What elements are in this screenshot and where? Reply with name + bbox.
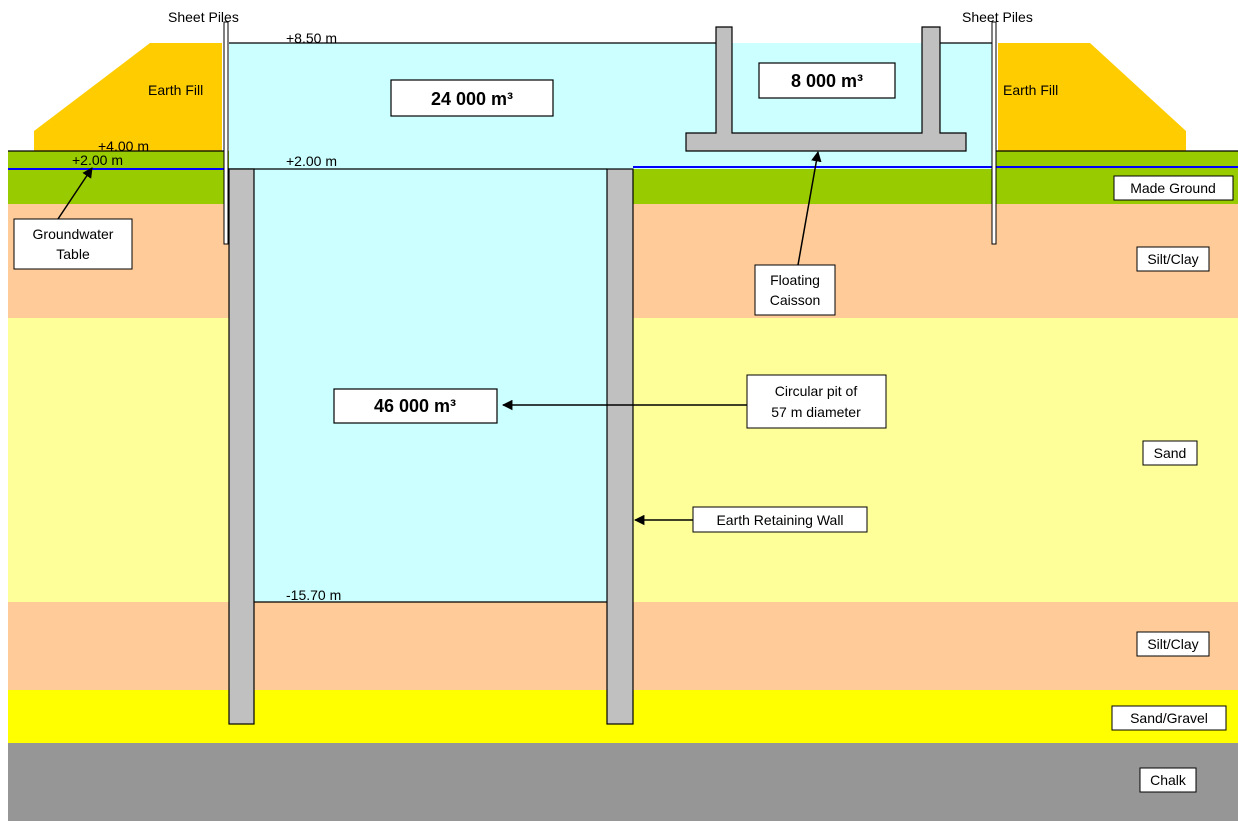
retaining-wall-callout-box bbox=[692, 506, 868, 533]
level-fill-left-label: +4.00 m bbox=[98, 138, 149, 154]
groundwater-arrow bbox=[57, 167, 93, 220]
stratum-label-sand-gravel: Sand/Gravel bbox=[1130, 710, 1208, 726]
floating-caisson-callout-line1: Floating bbox=[770, 272, 820, 288]
chalk-layer bbox=[8, 743, 1238, 821]
stratum-label-chalk: Chalk bbox=[1150, 772, 1187, 788]
stratum-label-box-silt-clay-upper bbox=[1136, 246, 1210, 272]
stratum-label-box-chalk bbox=[1139, 767, 1197, 793]
sheet-pile-left bbox=[223, 21, 229, 245]
earth-fill-right bbox=[998, 43, 1186, 151]
stratum-label-box-sand-gravel bbox=[1111, 705, 1227, 731]
floating-caisson-arrow bbox=[797, 150, 822, 266]
stratum-label-box-silt-clay-lower bbox=[1136, 631, 1210, 657]
volume-caisson-label: 8 000 m³ bbox=[791, 71, 863, 91]
volume-caisson-box bbox=[758, 62, 896, 99]
retaining-wall-left bbox=[228, 168, 255, 725]
volume-upper-label: 24 000 m³ bbox=[431, 89, 513, 109]
level-pit-top-label: +2.00 m bbox=[286, 153, 337, 169]
circular-pit-callout-line2: 57 m diameter bbox=[771, 404, 861, 420]
stratum-label-sand: Sand bbox=[1154, 445, 1187, 461]
circular-pit-callout-line1: Circular pit of bbox=[775, 383, 858, 399]
groundwater-callout-line2: Table bbox=[56, 246, 90, 262]
floating-caisson bbox=[685, 26, 967, 152]
volume-pit-box bbox=[333, 388, 498, 424]
sheet-piles-right-label: Sheet Piles bbox=[962, 9, 1033, 25]
stratum-label-silt-clay-lower: Silt/Clay bbox=[1147, 636, 1198, 652]
sheet-pile-right bbox=[991, 21, 997, 245]
sheet-piles-left-label: Sheet Piles bbox=[168, 9, 239, 25]
floating-caisson-callout-box bbox=[754, 264, 836, 316]
volume-pit-label: 46 000 m³ bbox=[374, 396, 456, 416]
earth-fill-right-label: Earth Fill bbox=[1003, 82, 1058, 98]
retaining-wall-right bbox=[606, 168, 634, 725]
volume-upper-box bbox=[390, 79, 554, 117]
level-pit-bottom-label: -15.70 m bbox=[286, 587, 341, 603]
stratum-label-made-ground: Made Ground bbox=[1130, 180, 1216, 196]
groundwater-callout-line1: Groundwater bbox=[33, 226, 114, 242]
stratum-label-box-made-ground bbox=[1113, 175, 1234, 201]
earth-fill-left-label: Earth Fill bbox=[148, 82, 203, 98]
circular-pit-callout-box bbox=[746, 374, 887, 429]
level-gw-left-label: +2.00 m bbox=[72, 152, 123, 168]
groundwater-callout-box bbox=[13, 218, 133, 270]
stratum-label-box-sand bbox=[1142, 440, 1198, 466]
pit-water bbox=[254, 169, 607, 602]
floating-caisson-callout-line2: Caisson bbox=[770, 292, 821, 308]
retaining-wall-callout-label: Earth Retaining Wall bbox=[716, 512, 843, 528]
level-top-label: +8.50 m bbox=[286, 30, 337, 46]
stratum-label-silt-clay-upper: Silt/Clay bbox=[1147, 251, 1198, 267]
earth-fill-left bbox=[34, 43, 222, 151]
